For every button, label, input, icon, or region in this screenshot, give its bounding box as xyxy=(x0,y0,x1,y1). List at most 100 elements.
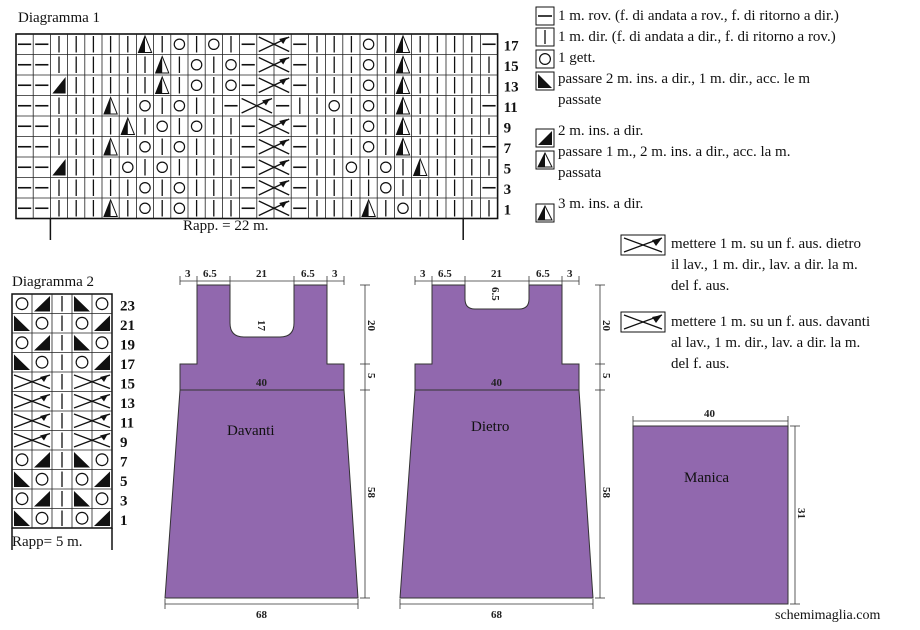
dietro-neck-depth: 6.5 xyxy=(489,287,501,301)
stitch-cell xyxy=(15,336,29,350)
legend-symbol xyxy=(535,6,555,26)
dietro-armhole: 20 xyxy=(600,320,612,332)
stitch-cell xyxy=(173,181,186,194)
diagram2-row-number: 13 xyxy=(120,396,135,412)
footer-site: schemimaglia.com xyxy=(775,608,881,623)
dietro-label: Dietro xyxy=(471,419,509,435)
diagram2-row-number: 23 xyxy=(120,299,135,315)
diagram1-repeat-label: Rapp. = 22 m. xyxy=(183,218,269,234)
stitch-cell xyxy=(395,75,411,94)
stitch-cell xyxy=(397,202,409,215)
manica-height: 31 xyxy=(795,508,807,519)
diagram2-row-number: 21 xyxy=(120,318,135,334)
stitch-cell xyxy=(258,159,290,176)
stitch-cell xyxy=(74,296,90,312)
stitch-cell xyxy=(103,137,118,156)
stitch-cell xyxy=(13,374,51,390)
davanti-dim-top-5: 3 xyxy=(332,268,338,280)
stitch-cell xyxy=(14,471,30,487)
legend-item-gett: 1 gett. xyxy=(558,50,596,66)
stitch-cell xyxy=(156,161,168,174)
stitch-cell xyxy=(73,432,111,448)
manica-label: Manica xyxy=(684,470,729,486)
legend-item-skp-cont: passate xyxy=(558,92,602,108)
davanti-dim-top-1: 3 xyxy=(185,268,191,280)
dietro-dim-top-5: 3 xyxy=(567,268,573,280)
legend-symbol xyxy=(535,27,555,47)
stitch-cell xyxy=(362,99,375,112)
legend-item-k3tog: 3 m. ins. a dir. xyxy=(558,196,644,212)
cable-front-line-3: del f. aus. xyxy=(671,356,730,372)
stitch-cell xyxy=(139,99,151,112)
legend-item-sk2p: passare 1 m., 2 m. ins. a dir., acc. la … xyxy=(558,144,791,160)
legend-item-rov: 1 m. rov. (f. di andata a rov., f. di ri… xyxy=(558,8,839,24)
stitch-cell xyxy=(15,297,29,311)
davanti-dim-top-4: 6.5 xyxy=(301,268,315,280)
stitch-cell xyxy=(395,55,411,74)
diagram1-row-number: 13 xyxy=(504,80,519,96)
cable-front-line-2: al lav., 1 m. dir., lav. a dir. la m. xyxy=(671,335,861,351)
diagram2-row-number: 11 xyxy=(120,416,134,432)
cable-front-line-1: mettere 1 m. su un f. aus. davanti xyxy=(671,314,871,330)
diagram2-title: Diagramma 2 xyxy=(12,274,95,290)
legend-item-dir: 1 m. dir. (f. di andata a dir., f. di ri… xyxy=(558,29,836,45)
stitch-cell xyxy=(380,181,392,194)
stitch-cell xyxy=(328,99,340,112)
stitch-cell xyxy=(15,453,29,467)
stitch-cell xyxy=(14,315,30,331)
legend-symbol xyxy=(535,203,555,223)
legend-cable-front: mettere 1 m. su un f. aus. davanti al la… xyxy=(671,312,870,375)
stitch-cell xyxy=(380,161,392,174)
diagram2-row-number: 15 xyxy=(120,377,135,393)
legend-item-k2tog: 2 m. ins. a dir. xyxy=(558,123,644,139)
dietro-dim-top-4: 6.5 xyxy=(536,268,550,280)
davanti-dim-top-3: 21 xyxy=(256,268,267,280)
stitch-cell xyxy=(94,510,110,526)
diagram2-row-number: 19 xyxy=(120,338,135,354)
stitch-cell xyxy=(258,179,290,196)
stitch-cell xyxy=(120,116,136,135)
stitch-cell xyxy=(95,336,109,350)
stitch-cell xyxy=(74,335,90,351)
stitch-cell xyxy=(75,511,89,525)
stitch-cell xyxy=(95,453,109,467)
stitch-cell xyxy=(75,472,89,486)
stitch-cell xyxy=(156,120,168,133)
stitch-cell xyxy=(13,393,51,409)
davanti-armhole: 20 xyxy=(365,320,377,332)
stitch-cell xyxy=(395,96,411,115)
stitch-cell xyxy=(103,198,118,217)
stitch-cell xyxy=(258,56,290,73)
legend-symbol xyxy=(535,128,555,148)
legend-item-sk2p-cont: passata xyxy=(558,165,602,181)
davanti-length: 58 xyxy=(365,487,377,499)
stitch-cell xyxy=(139,181,151,194)
stitch-cell xyxy=(154,75,170,94)
stitch-cell xyxy=(395,116,411,135)
cable-back-line-3: del f. aus. xyxy=(671,278,730,294)
stitch-cell xyxy=(122,161,134,174)
diagram1-row-number: 17 xyxy=(504,39,519,55)
stitch-cell xyxy=(154,55,170,74)
stitch-cell xyxy=(345,161,358,174)
legend-item-skp: passare 2 m. ins. a dir., 1 m. dir., acc… xyxy=(558,71,811,87)
dietro-dim-top-3: 21 xyxy=(491,268,502,280)
diagram2-row-number: 9 xyxy=(120,435,128,451)
diagram1-title: Diagramma 1 xyxy=(18,10,101,26)
dietro-length: 58 xyxy=(600,487,612,499)
dietro-width-bottom: 68 xyxy=(491,609,503,621)
stitch-cell xyxy=(137,34,153,53)
stitch-cell xyxy=(362,58,375,71)
davanti-dim-top-2: 6.5 xyxy=(203,268,217,280)
stitch-cell xyxy=(73,374,111,390)
stitch-cell xyxy=(35,355,49,369)
stitch-cell xyxy=(208,38,220,51)
diagram2-row-number: 7 xyxy=(120,455,128,471)
stitch-cell xyxy=(73,413,111,429)
legend-symbol xyxy=(535,49,555,69)
stitch-cell xyxy=(34,491,50,507)
stitch-cell xyxy=(74,452,90,468)
